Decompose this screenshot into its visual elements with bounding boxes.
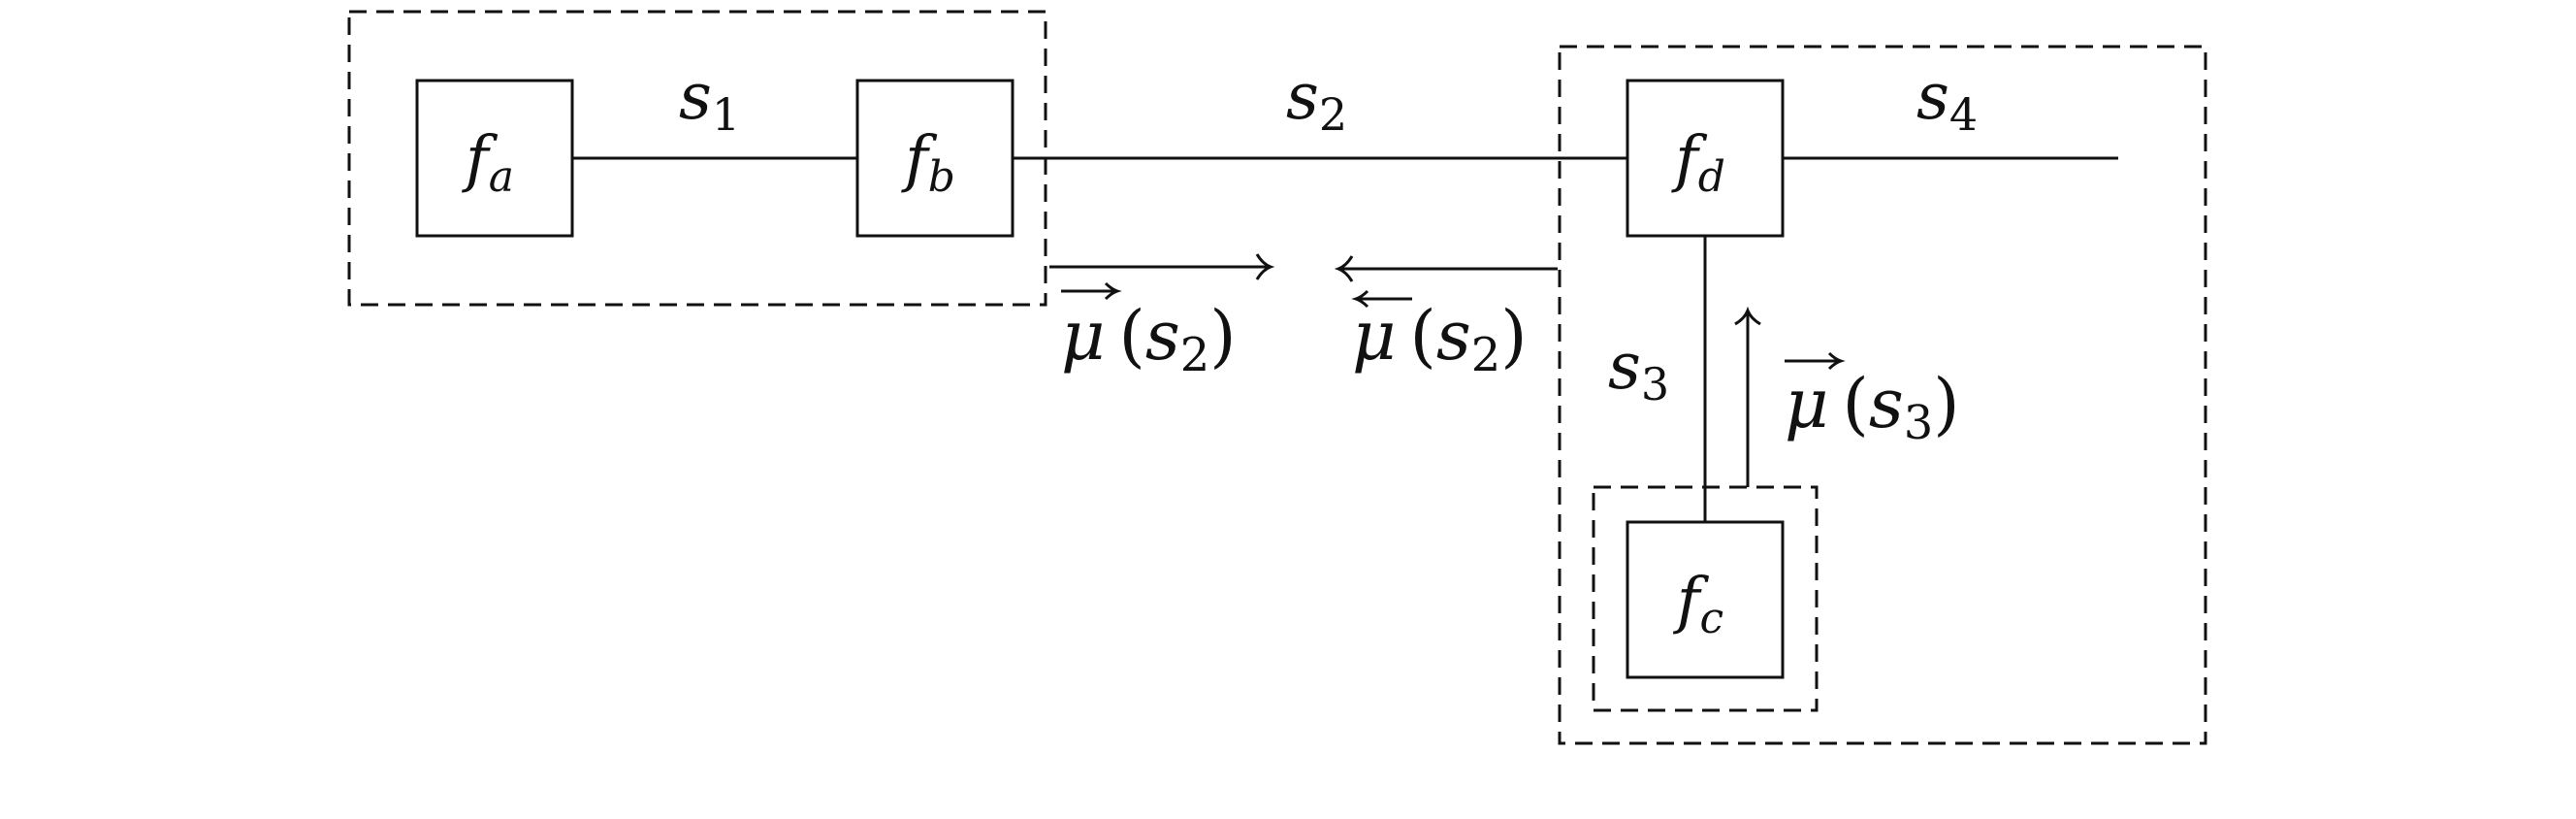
factor-fb-label: fb — [901, 123, 955, 202]
message-forward-s2-label: μ(s2) — [1061, 296, 1237, 382]
arrow-forward-s2 — [1049, 253, 1275, 280]
message-forward-s3: μ(s3) — [1785, 351, 1960, 450]
vector-arrowhead-forward — [1104, 281, 1122, 301]
factor-fa-box — [415, 79, 574, 238]
factor-fb-box — [855, 79, 1014, 238]
edge-s4-label: s4 — [1916, 59, 1978, 141]
vector-arrowhead-forward-s3 — [1827, 351, 1846, 371]
message-forward-s3-label: μ(s3) — [1785, 364, 1960, 450]
group-right-dashed — [1558, 45, 2207, 745]
message-backward-s2-label: μ(s2) — [1352, 296, 1528, 382]
factor-fd-box — [1626, 79, 1785, 238]
edge-s3-label: s3 — [1608, 329, 1669, 410]
vector-arrowhead-backward — [1351, 289, 1369, 309]
edge-s2-label: s2 — [1286, 59, 1347, 141]
message-forward-s2: μ(s2) — [1061, 281, 1237, 382]
factor-fc-box — [1626, 520, 1785, 679]
factor-fd-label: fd — [1671, 123, 1725, 202]
edge-s1-label: s1 — [679, 59, 740, 141]
factor-fc-label: fc — [1673, 565, 1723, 643]
arrow-backward-s2 — [1334, 255, 1558, 282]
arrow-forward-s3 — [1734, 306, 1761, 487]
factor-fa-label: fa — [462, 123, 514, 202]
message-backward-s2: μ(s2) — [1351, 289, 1528, 382]
